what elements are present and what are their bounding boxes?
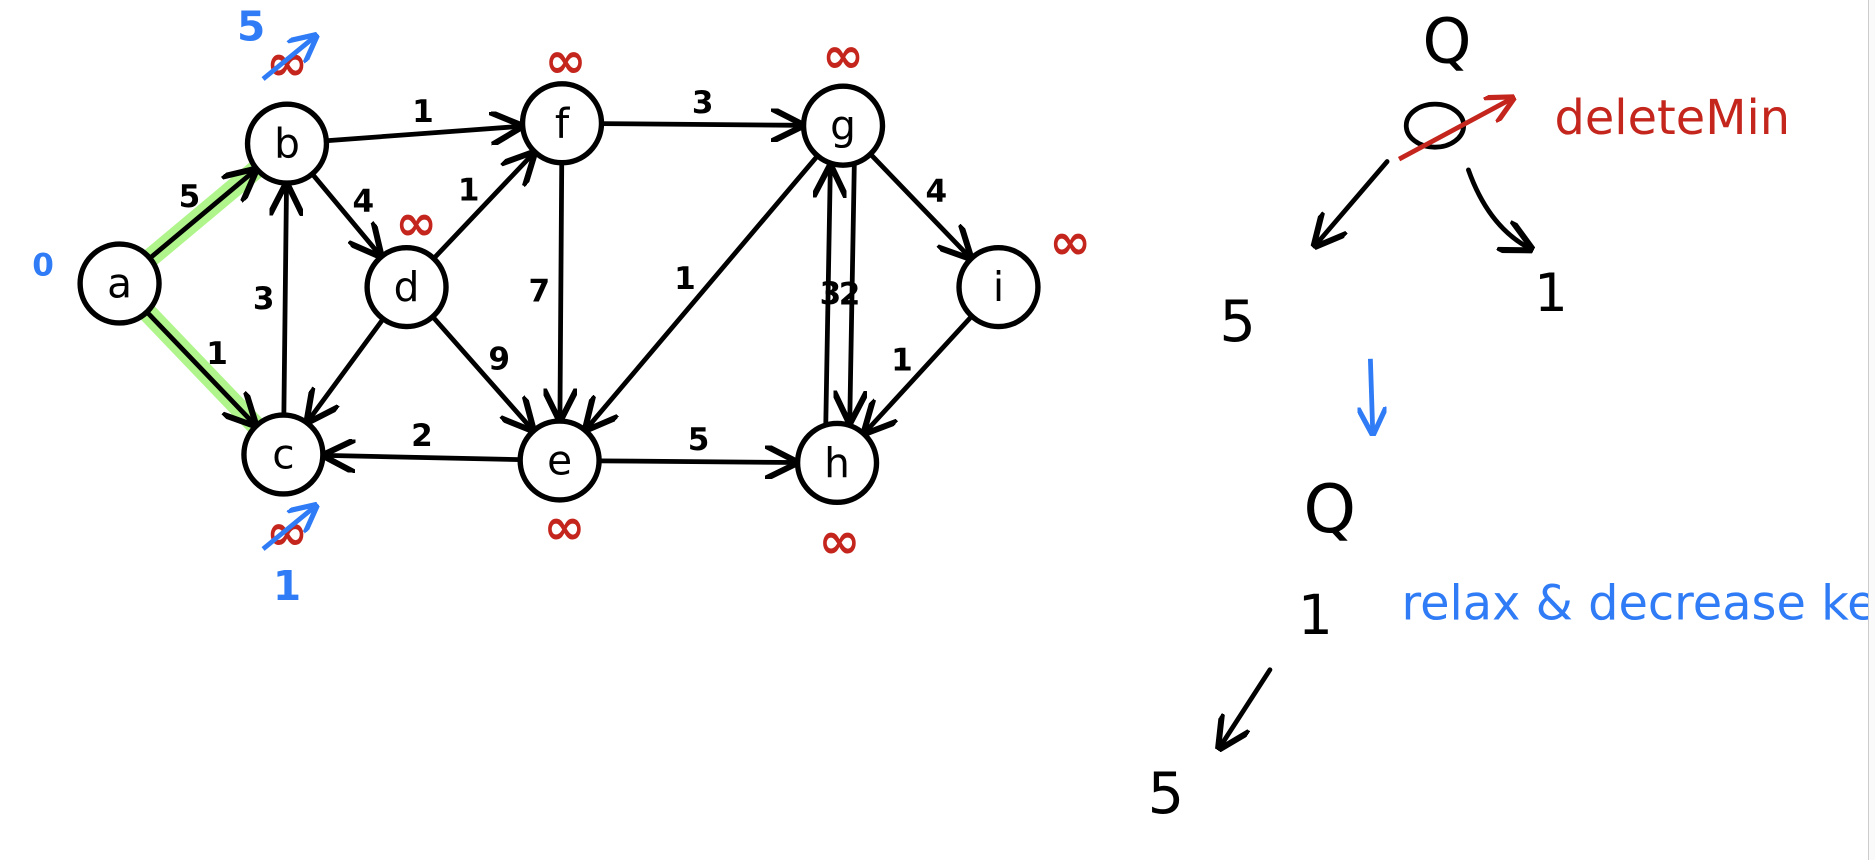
node-circle-c <box>241 412 326 497</box>
node-label-g: g <box>830 102 856 150</box>
node-circle-f <box>519 81 605 166</box>
nodes: a0b∞5c∞1d∞e∞f∞g∞h∞i∞ <box>32 2 1091 610</box>
node-c: c <box>241 412 326 497</box>
edge-a-c <box>144 309 255 424</box>
edge-weight-i-h: 1 <box>891 342 913 378</box>
node-i: i <box>956 244 1041 330</box>
distance-label-i: ∞ <box>1049 212 1091 271</box>
relax-decrease-key-label: relax & decrease key <box>1401 577 1875 632</box>
node-label-h: h <box>824 439 850 487</box>
edge-weight-a-c: 1 <box>206 336 228 372</box>
edge-weight-g-e: 1 <box>674 261 696 297</box>
edge-e-h <box>596 461 795 463</box>
updated-distance-c: 1 <box>273 562 301 610</box>
node-label-c: c <box>272 431 294 479</box>
edge-d-e <box>430 314 532 429</box>
edge-f-e <box>560 160 562 419</box>
edge-g-e <box>587 153 820 429</box>
edge-weight-d-e: 9 <box>488 342 510 378</box>
update-arrow-c <box>261 506 316 551</box>
right-child-value: 1 <box>1534 263 1567 324</box>
edge-h-g <box>826 168 831 426</box>
node-g: g <box>800 83 886 168</box>
edge-weight-e-c: 2 <box>411 418 433 454</box>
edge-weight-e-h: 5 <box>688 422 710 458</box>
edge-i-h <box>865 313 975 432</box>
highlight-layer <box>137 160 265 434</box>
right-child-arrow <box>1466 167 1530 249</box>
edge-b-f <box>323 126 520 140</box>
edge-weight-g-h: 3 <box>820 276 842 312</box>
node-label-b: b <box>274 120 300 168</box>
left-child-arrow <box>1315 159 1390 246</box>
edge-e-c <box>325 455 523 459</box>
edge-f-g <box>599 124 801 126</box>
edge-weight-b-f: 1 <box>412 94 434 130</box>
node-circle-a <box>77 241 162 326</box>
distance-label-f: ∞ <box>545 30 587 89</box>
edge-weight-a-b: 5 <box>179 179 201 215</box>
distance-label-d: ∞ <box>395 193 437 252</box>
node-a: a <box>77 241 162 326</box>
queue-label-2: Q <box>1303 470 1356 548</box>
edge-d-f <box>431 154 533 261</box>
node-d: d <box>364 244 449 330</box>
node-label-e: e <box>547 436 572 484</box>
distance-label-a: 0 <box>32 248 54 284</box>
node-circle-g <box>800 83 886 168</box>
node-f: f <box>519 81 605 166</box>
node-circle-b <box>244 101 330 186</box>
distance-label-h: ∞ <box>819 511 861 570</box>
queue-root-value: 1 <box>1298 583 1333 647</box>
distance-label-g: ∞ <box>822 26 864 85</box>
update-arrow-b <box>261 36 316 81</box>
priority-queue-before: Q deleteMin 5 1 <box>1219 4 1790 355</box>
edge-weight-f-g: 3 <box>692 85 714 121</box>
node-label-i: i <box>993 263 1004 311</box>
deletemin-arrow <box>1397 98 1513 162</box>
queue-child-arrow <box>1220 667 1273 748</box>
node-label-d: d <box>394 263 420 311</box>
node-h: h <box>794 420 880 506</box>
distance-label-e: ∞ <box>543 497 585 556</box>
edge-g-i <box>868 151 969 257</box>
node-circle-d <box>364 244 449 330</box>
edge-weight-c-b: 3 <box>253 281 275 317</box>
edge-c-b <box>284 185 287 418</box>
node-b: b <box>244 101 330 186</box>
edge-d-c <box>308 316 386 421</box>
node-circle-i <box>956 244 1041 330</box>
priority-queue-after: Q 1 5 relax & decrease key <box>1148 470 1875 827</box>
node-label-f: f <box>555 99 571 147</box>
updated-distance-b: 5 <box>237 2 265 50</box>
transition-arrow <box>1370 358 1372 433</box>
node-circle-e <box>517 418 602 503</box>
left-child-value: 5 <box>1219 288 1256 355</box>
node-e: e <box>517 418 602 503</box>
deletemin-label: deleteMin <box>1555 91 1791 146</box>
queue-label-1: Q <box>1422 4 1471 77</box>
edge-weight-b-d: 4 <box>353 184 375 220</box>
edge-g-h <box>850 162 855 421</box>
node-label-a: a <box>107 260 132 308</box>
edge-b-d <box>309 171 380 255</box>
edge-weight-f-e: 7 <box>528 274 550 310</box>
queue-child-value: 5 <box>1148 760 1185 827</box>
edge-weight-g-i: 4 <box>925 173 947 209</box>
node-circle-h <box>794 420 880 506</box>
edge-a-b <box>147 170 255 261</box>
edge-weight-d-f: 1 <box>458 172 480 208</box>
right-edge-border <box>1868 0 1875 860</box>
